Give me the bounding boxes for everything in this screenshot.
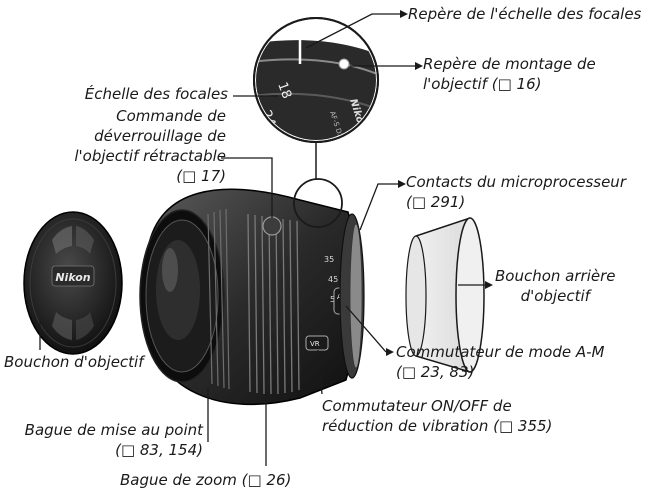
zoom-ring [247,213,300,395]
label-zoom-ring: Bague de zoom (□ 26) [120,471,292,489]
label-rear-cap: Bouchon arrière d'objectif [495,267,616,305]
vr-switch [305,335,329,351]
label-focal-scale: Échelle des focales [84,85,228,103]
cpu-contacts [349,223,363,369]
label-vr-switch: Commutateur ON/OFF de réduction de vibra… [322,397,553,435]
label-focus-ring: Bague de mise au point (□ 83, 154) [24,421,203,459]
vr-switch-text: VR [310,340,320,348]
label-focal-scale-mark: Repère de l'échelle des focales [408,5,642,23]
inset-magnifier: 18 24 Nikon AF-S DX [253,17,379,180]
inset-focal-18: 18 [274,80,294,101]
body-focal-35: 35 [324,255,334,264]
lens-body: 35 45 55 A M VR [139,188,365,406]
focus-ring [207,208,230,390]
label-retract-button: Commande de déverrouillage de l'objectif… [74,107,226,185]
label-cpu-contacts: Contacts du microprocesseur (□ 291) [406,173,626,211]
label-am-switch: Commutateur de mode A-M (□ 23, 83) [396,343,605,381]
label-mount-mark: Repère de montage de l'objectif (□ 16) [423,55,596,93]
leader-arrowheads [386,10,493,356]
retract-button [262,216,282,236]
leader-lines [39,13,485,466]
body-focal-45: 45 [328,275,338,284]
label-lens-cap: Bouchon d'objectif [4,353,144,371]
cap-brand-text: Nikon [55,271,90,284]
rear-cap [405,217,485,373]
lens-cap: Nikon [23,211,123,355]
